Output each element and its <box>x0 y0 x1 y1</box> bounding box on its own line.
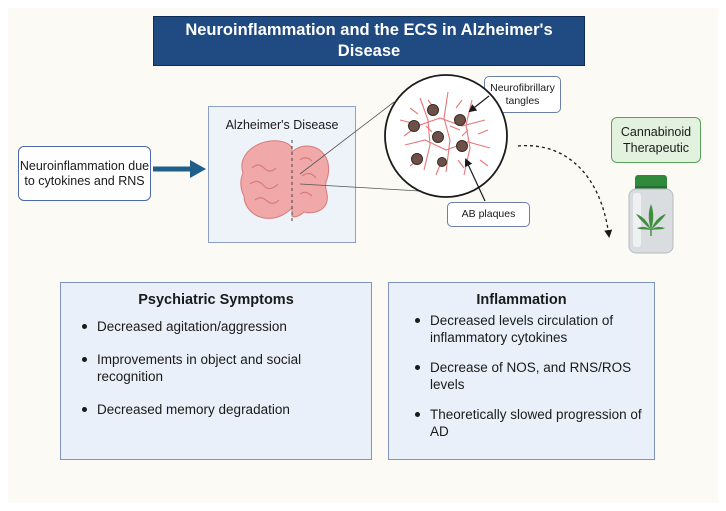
flow-arrow <box>153 160 206 178</box>
inflammation-list: Decreased levels circulation of inflamma… <box>389 312 654 440</box>
zoom-lines <box>299 101 421 192</box>
list-item: Decreased agitation/aggression <box>61 318 371 335</box>
inflammation-box: Inflammation Decreased levels circulatio… <box>388 282 655 460</box>
alzheimers-disease-panel: Alzheimer's Disease <box>208 106 356 243</box>
list-item: Decreased memory degradation <box>61 401 371 418</box>
list-item: Decrease of NOS, and RNS/ROS levels <box>389 359 654 393</box>
neurofibrillary-tangles-callout: Neurofibrillary tangles <box>484 76 561 113</box>
list-item: Decreased levels circulation of inflamma… <box>389 312 654 346</box>
callout-arrows <box>464 95 490 202</box>
therapeutic-dashed-arrow <box>517 144 613 238</box>
inflammation-title: Inflammation <box>476 292 567 308</box>
cannabinoid-bottle-icon <box>628 175 674 254</box>
ab-plaques-callout: AB plaques <box>447 202 530 227</box>
magnified-view <box>384 74 508 198</box>
alzheimers-disease-label: Alzheimer's Disease <box>225 118 339 132</box>
amyloid-plaques <box>408 104 468 167</box>
brain-icon <box>240 140 330 224</box>
neuroinflammation-box: Neuroinflammation due to cytokines and R… <box>18 146 151 201</box>
list-item: Theoretically slowed progression of AD <box>389 406 654 440</box>
psychiatric-symptoms-list: Decreased agitation/aggression Improveme… <box>61 318 371 418</box>
psychiatric-symptoms-box: Psychiatric Symptoms Decreased agitation… <box>60 282 372 460</box>
psychiatric-symptoms-title: Psychiatric Symptoms <box>138 292 294 308</box>
list-item: Improvements in object and social recogn… <box>61 351 371 385</box>
figure-title: Neuroinflammation and the ECS in Alzheim… <box>153 16 585 66</box>
cannabis-leaf-icon <box>636 204 666 236</box>
cannabinoid-therapeutic-box: Cannabinoid Therapeutic <box>611 117 701 163</box>
